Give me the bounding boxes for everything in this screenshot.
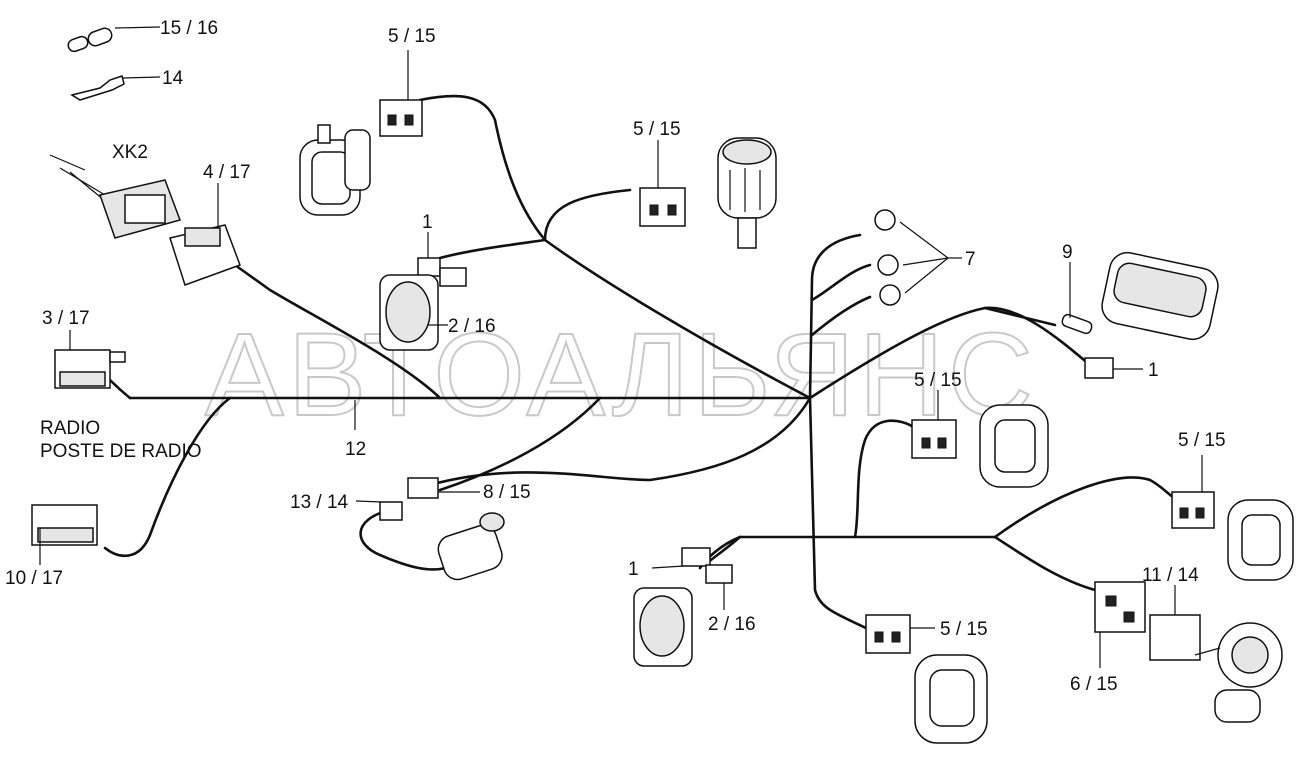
horn-bottom	[914, 654, 988, 744]
label-poste-de-radio: POSTE DE RADIO	[40, 441, 202, 462]
label-5-15-bottom: 5 / 15	[940, 619, 988, 640]
harness-wires	[103, 94, 1182, 632]
horn-far-right	[1227, 499, 1294, 581]
relay-11-14	[1149, 585, 1201, 661]
label-1-bottom: 1	[628, 559, 639, 580]
connector-3-17	[54, 330, 126, 389]
label-2-16-top: 2 / 16	[448, 316, 496, 337]
label-radio: RADIO	[40, 418, 100, 439]
label-5-15-far: 5 / 15	[1178, 430, 1226, 451]
beacon-lamp	[717, 137, 777, 249]
relay-5-15-bottom	[865, 614, 935, 654]
horn-right	[979, 404, 1049, 488]
label-xk2: XK2	[112, 142, 148, 163]
label-5-15-top: 5 / 15	[388, 26, 436, 47]
label-12: 12	[345, 439, 366, 460]
terminal-9	[1061, 262, 1093, 335]
connector-13-14	[355, 500, 403, 521]
label-14: 14	[162, 68, 184, 89]
label-13-14: 13 / 14	[290, 492, 349, 513]
label-5-15-mid: 5 / 15	[633, 119, 681, 140]
connector-1-right	[1084, 357, 1143, 379]
label-2-16-bottom: 2 / 16	[708, 614, 756, 635]
label-6-15: 6 / 15	[1070, 674, 1118, 695]
label-1-right: 1	[1148, 360, 1159, 381]
connector-8-15	[407, 477, 480, 499]
speaker-top	[379, 274, 448, 351]
label-7: 7	[965, 249, 976, 270]
terminal-14	[70, 75, 161, 101]
label-5-15-right: 5 / 15	[914, 370, 962, 391]
connector-xk2	[49, 154, 181, 239]
label-3-17: 3 / 17	[42, 308, 90, 329]
speaker-bottom	[633, 587, 693, 667]
relay-6-15	[1094, 581, 1146, 668]
connector-2-16-bottom	[705, 564, 733, 610]
connector-4-17	[169, 183, 241, 286]
label-8-15: 8 / 15	[483, 482, 531, 503]
interior-lamp	[1101, 251, 1219, 341]
label-11-14: 11 / 14	[1142, 565, 1199, 586]
connector-1-bottom	[651, 547, 711, 569]
relay-5-15-top	[379, 50, 423, 137]
label-4-17: 4 / 17	[203, 162, 251, 183]
label-10-17: 10 / 17	[5, 568, 63, 589]
connector-10-17	[31, 504, 98, 565]
relay-5-15-mid	[639, 140, 686, 227]
wiper-motor	[1194, 622, 1283, 723]
terminal-15-16	[67, 26, 161, 53]
washer-pump	[437, 512, 505, 581]
label-9: 9	[1062, 242, 1073, 263]
ring-terminals-7	[874, 209, 962, 306]
relay-5-15-far	[1171, 455, 1215, 529]
label-15-16: 15 / 16	[160, 18, 218, 39]
relay-5-15-right	[911, 390, 957, 459]
horn-top-left	[299, 124, 371, 216]
label-1-top: 1	[422, 212, 433, 233]
